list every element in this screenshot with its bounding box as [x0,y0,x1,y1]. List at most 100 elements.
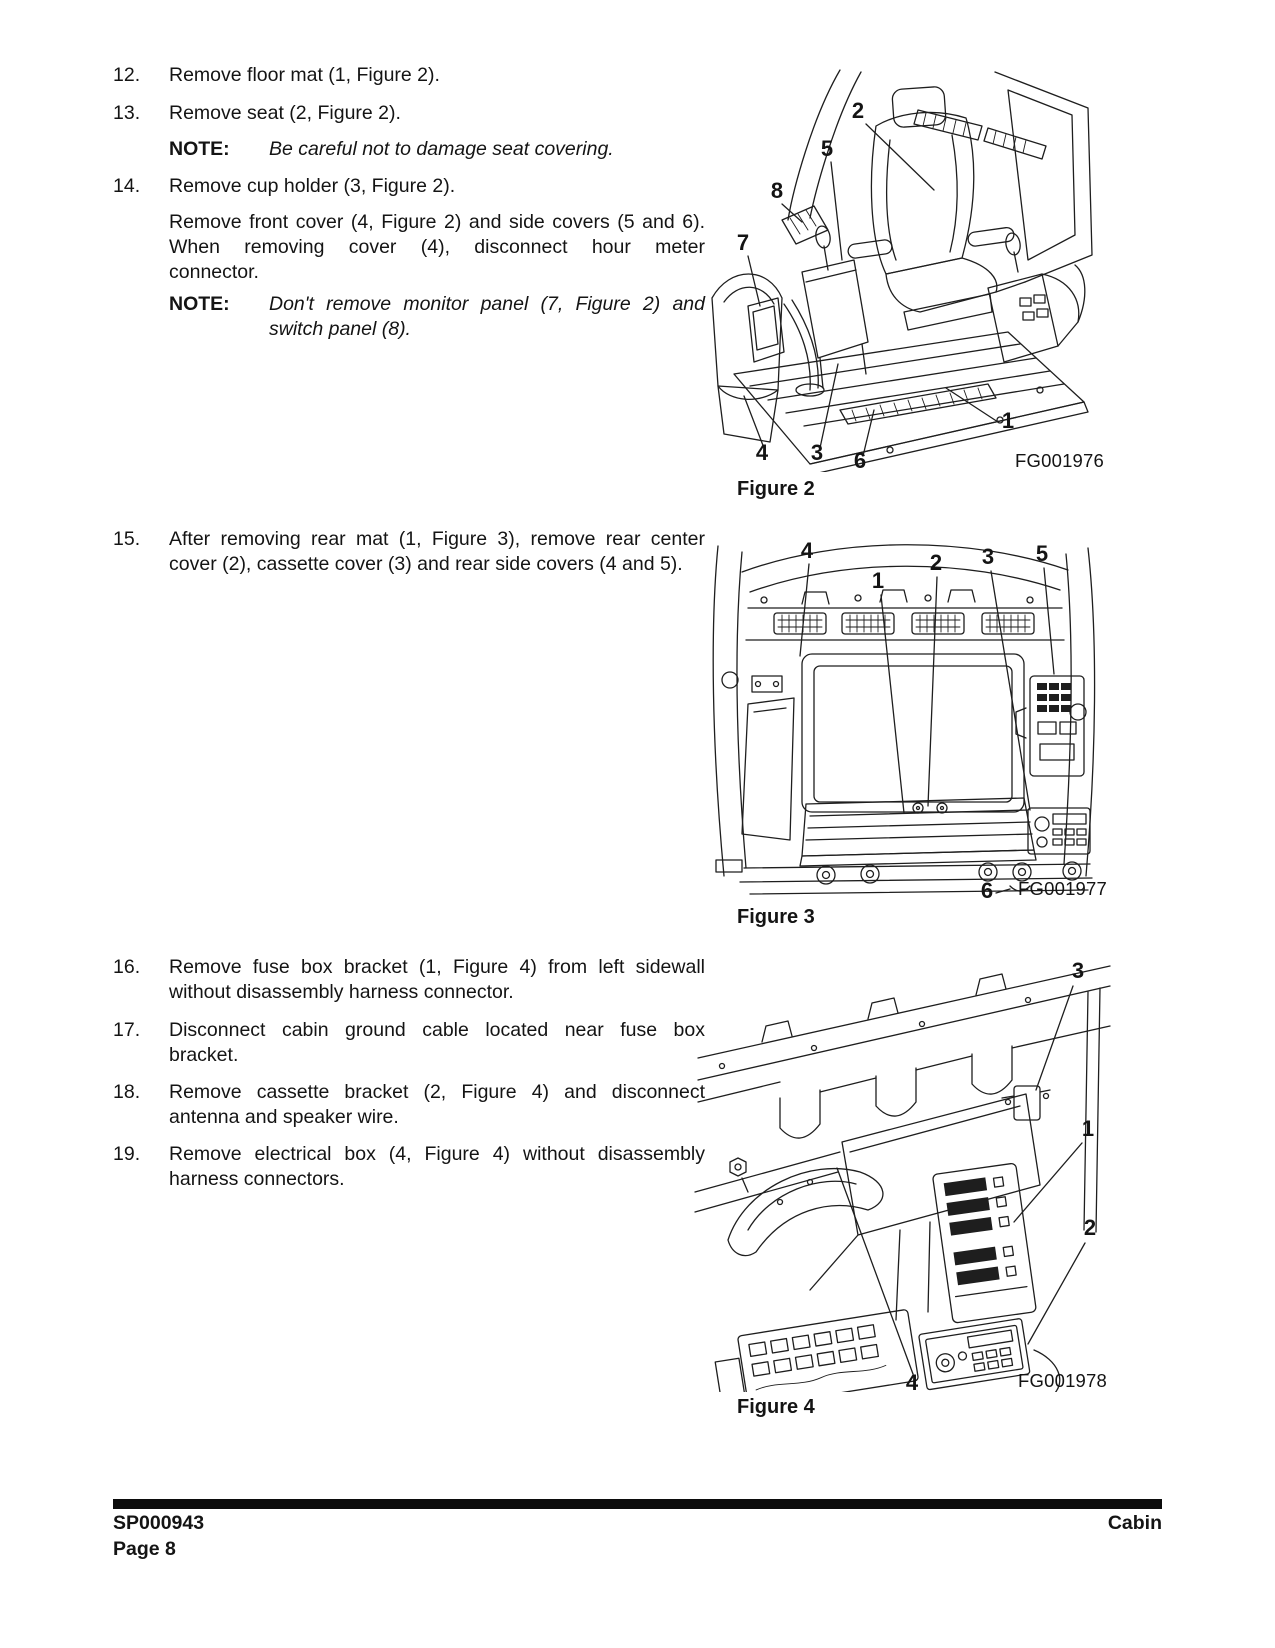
cab-rear-frame [787,69,1093,323]
left-console-joystick [781,205,869,389]
step-15-line1: After removing rear mat (1, Figure 3), r… [169,528,705,550]
step-14-paragraph: Remove front cover (4, Figure 2) and sid… [113,210,713,285]
right-frame [1083,987,1101,1233]
step-17-line1: Disconnect cabin ground cable located ne… [169,1019,705,1041]
footer-row: SP000943 Cabin [113,1512,1162,1535]
fig2-callout-6: 6 [854,448,866,472]
fig3-callout-3: 3 [982,544,994,569]
cabin-rear-line-art [712,544,1096,895]
fuse-box-bracket [1001,1085,1051,1121]
figure-3-leader-lines [799,563,1055,894]
fig4-callout-2: 2 [1084,1215,1096,1240]
vent-grille-2 [841,612,895,635]
note-text: Be careful not to damage seat covering. [269,138,614,160]
radio-cassette [918,1318,1031,1391]
fig3-callout-2: 2 [930,550,942,575]
note-monitor-panel: NOTE: Don't remove monitor panel (7, Fig… [169,292,705,342]
sidewall-line-art [694,965,1111,1408]
step-16-line1: Remove fuse box bracket (1, Figure 4) fr… [169,956,705,978]
electrical-box [714,1309,919,1408]
vent-grille-4 [981,612,1035,635]
step-14-para-line1: Remove front cover (4, Figure 2) and sid… [169,211,705,233]
step-12-text: Remove floor mat (1, Figure 2). [169,64,440,86]
fuse-connector-panel [1015,675,1085,777]
floor-mat [733,331,1089,475]
step-14: 14. Remove cup holder (3, Figure 2). [113,174,713,199]
step-13: 13. Remove seat (2, Figure 2). [113,101,713,126]
vent-beam [745,589,1065,641]
wall-panel-cutouts [697,1025,1111,1139]
fig3-callout-6: 6 [981,878,993,900]
figure-4-drawing: 3 1 2 4 [694,958,1111,1408]
step-16-line2: without disassembly harness connector. [169,981,514,1003]
fig3-callout-5: 5 [1036,541,1048,566]
step-17: 17. Disconnect cabin ground cable locate… [113,1018,713,1068]
step-19-line1: Remove electrical box (4, Figure 4) with… [169,1143,705,1165]
figure-3-code: FG001977 [1018,878,1108,899]
step-13-number: 13. [113,102,141,124]
bottom-rail [715,859,1093,895]
rear-side-cover-left [741,675,795,841]
footer-section: Cabin [1107,1512,1162,1534]
step-18-number: 18. [113,1081,141,1103]
roof-line [741,544,1069,593]
note-label: NOTE: [169,293,230,315]
fig2-callout-1: 1 [1002,408,1014,433]
step-14-text: Remove cup holder (3, Figure 2). [169,175,456,197]
right-console-joystick [987,232,1080,363]
cab-interior-line-art [711,69,1093,475]
note-label: NOTE: [169,138,230,160]
step-19-number: 19. [113,1143,141,1165]
figure-4-code: FG001978 [1018,1370,1108,1391]
footer-rule [113,1499,1162,1509]
step-18-line1: Remove cassette bracket (2, Figure 4) an… [169,1081,705,1103]
rear-window-opening [801,653,1025,813]
fig2-callout-3: 3 [811,440,823,465]
step-16: 16. Remove fuse box bracket (1, Figure 4… [113,955,713,1005]
fig3-callout-4: 4 [801,538,814,563]
note-seat-covering: NOTE: Be careful not to damage seat cove… [169,137,705,162]
step-15-number: 15. [113,528,141,550]
vent-grille-1 [773,612,827,635]
step-15-line2: cover (2), cassette cover (3) and rear s… [169,553,683,575]
step-13-text: Remove seat (2, Figure 2). [169,102,401,124]
rear-vent-grilles [913,109,1047,160]
footer-doc-code: SP000943 [113,1512,205,1534]
step-12-number: 12. [113,64,141,86]
figure-4-leader-lines [836,985,1086,1375]
fig4-callout-4: 4 [906,1370,919,1392]
hex-bolt [729,1157,749,1193]
figure-2-drawing: 2 5 8 7 1 4 3 6 [711,69,1093,475]
step-14-para-line3: connector. [169,261,259,283]
roof-rail [697,965,1111,1081]
duct-handle-piece [727,1167,884,1257]
figure-4-illustration: 3 1 2 4 [690,930,1120,1408]
fig2-callout-7: 7 [737,230,749,255]
fig2-callout-8: 8 [771,178,783,203]
radio-cassette-unit [1027,807,1091,855]
fig2-callout-4: 4 [756,440,769,465]
step-14-para-line2: When removing cover (4), disconnect hour… [169,236,705,258]
floor-edge-lines [694,1151,841,1213]
step-19-line2: harness connectors. [169,1168,345,1190]
figure-3-caption: Figure 3 [737,906,815,928]
left-pillar [712,545,747,877]
figure-4-caption: Figure 4 [737,1396,815,1418]
step-16-number: 16. [113,956,141,978]
figure-2-code: FG001976 [1015,450,1105,471]
figure-2-illustration: 2 5 8 7 1 4 3 6 [690,60,1110,475]
antenna-cable [1033,1349,1061,1397]
diagonal-panel [809,1093,1041,1321]
step-18-line2: antenna and speaker wire. [169,1106,399,1128]
figure-3-drawing: 4 1 2 3 5 6 [712,538,1096,903]
left-side-cover [711,273,819,443]
fig2-callout-5: 5 [821,136,833,161]
note-text-line2: switch panel (8). [269,318,411,340]
fuse-box [932,1162,1037,1324]
step-19: 19. Remove electrical box (4, Figure 4) … [113,1142,713,1192]
fig2-callout-2: 2 [852,98,864,123]
figure-3-illustration: 4 1 2 3 5 6 [690,508,1120,903]
figure-2-leader-lines [743,123,999,457]
figure-2-caption: Figure 2 [737,478,815,500]
